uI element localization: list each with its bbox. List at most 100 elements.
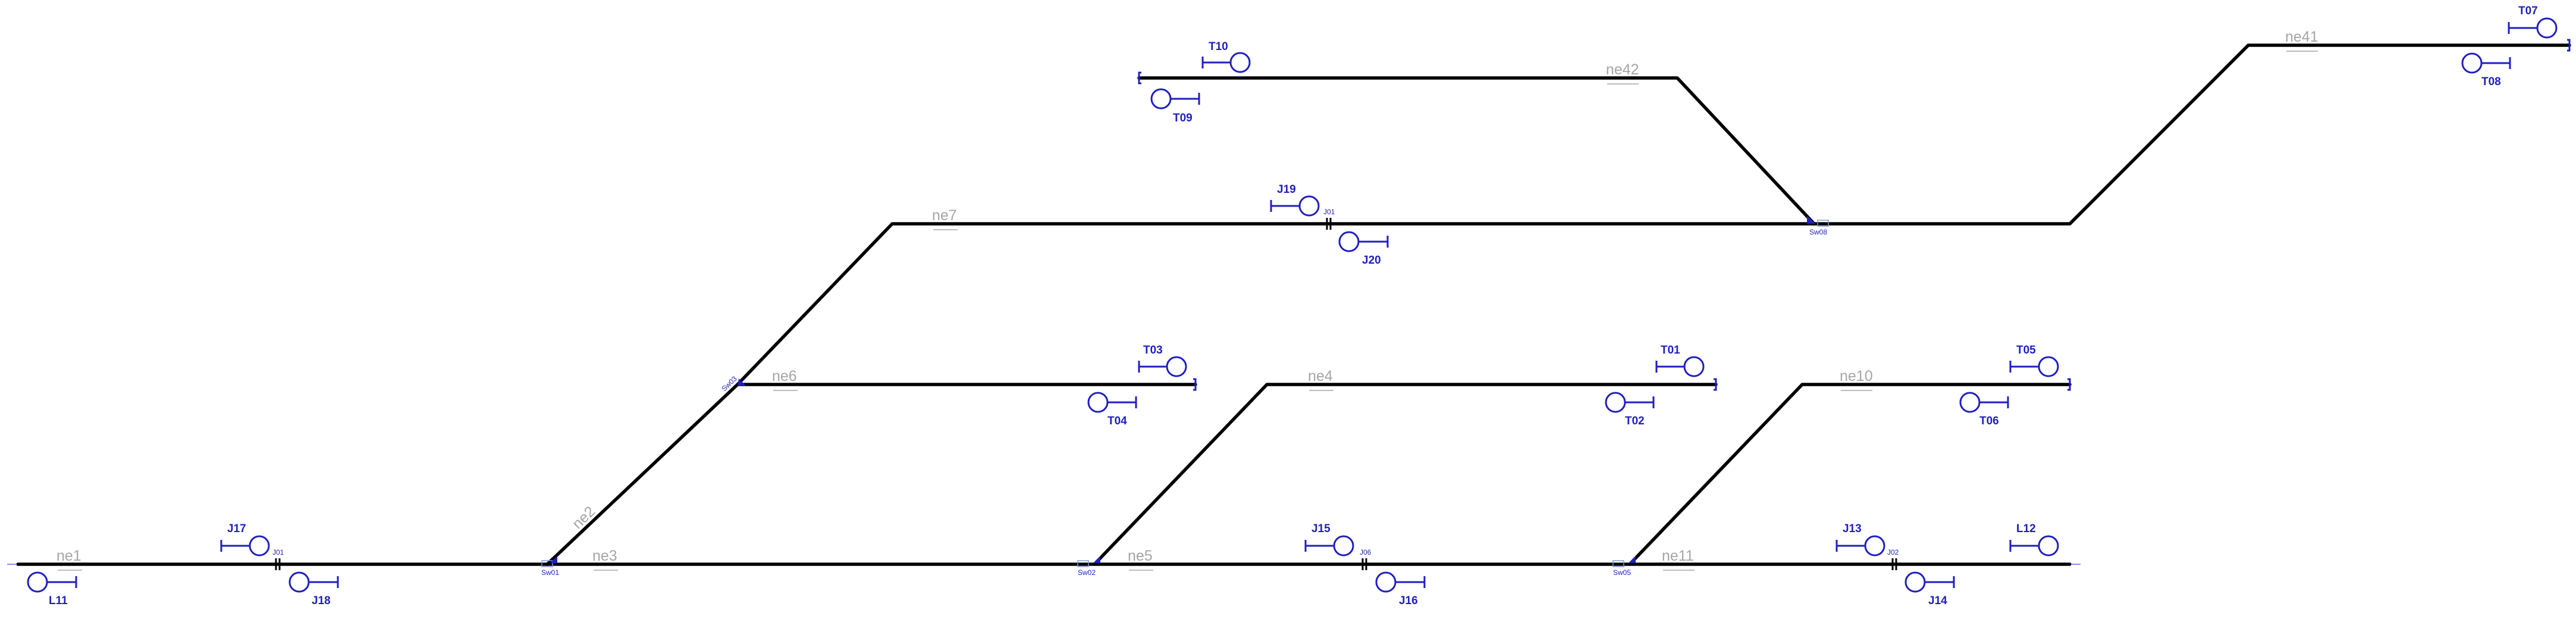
signal-j13-label: J13 bbox=[1843, 523, 1862, 535]
label-ne5: ne5 bbox=[1128, 548, 1153, 564]
track-ne41 bbox=[1812, 43, 2571, 226]
joint-j01-top: J01 bbox=[1323, 208, 1335, 230]
signal-t03-head-icon bbox=[1166, 356, 1187, 377]
signal-t07-head-icon bbox=[2536, 17, 2558, 39]
signal-t06-label: T06 bbox=[1979, 415, 1999, 427]
signal-j19-head-icon bbox=[1298, 195, 1320, 217]
signal-t03[interactable]: T03 bbox=[1138, 344, 1187, 377]
signal-j14[interactable]: J14 bbox=[1904, 571, 1955, 607]
switches: Sw01 Sw02 Sw05 Sw03 Sw08 bbox=[541, 215, 1829, 577]
signal-t08-head-icon bbox=[2461, 52, 2483, 74]
label-ne41: ne41 bbox=[2285, 29, 2318, 45]
switch-sw02[interactable]: Sw02 bbox=[1077, 556, 1100, 577]
signal-j20-label: J20 bbox=[1362, 254, 1381, 267]
signal-j15[interactable]: J15 bbox=[1304, 523, 1354, 557]
track-ne42 bbox=[1137, 76, 1816, 226]
switch-sw03-point-icon bbox=[738, 379, 746, 386]
switch-sw05-box bbox=[1612, 560, 1624, 567]
signal-j13[interactable]: J13 bbox=[1835, 523, 1885, 557]
track-layer bbox=[16, 43, 2571, 566]
buffer-stops bbox=[7, 39, 2571, 565]
switch-sw02-point-icon bbox=[1093, 556, 1100, 563]
signal-t04-label: T04 bbox=[1107, 415, 1127, 427]
signal-j16-head-icon bbox=[1375, 571, 1397, 593]
switch-sw01-label: Sw01 bbox=[541, 568, 559, 577]
signal-j16-label: J16 bbox=[1399, 595, 1418, 607]
signal-l12[interactable]: L12 bbox=[2009, 523, 2059, 557]
switch-sw01[interactable]: Sw01 bbox=[541, 556, 559, 577]
signal-l11[interactable]: L11 bbox=[27, 571, 77, 607]
joint-j01-top-label: J01 bbox=[1323, 208, 1335, 216]
switch-sw08-point-icon bbox=[1807, 215, 1815, 224]
signal-t05[interactable]: T05 bbox=[2009, 344, 2059, 377]
signal-t07[interactable]: T07 bbox=[2508, 5, 2558, 39]
label-ne6: ne6 bbox=[772, 368, 797, 384]
track-ne2 bbox=[545, 383, 739, 566]
buffer-stop-ne41-east bbox=[2567, 39, 2571, 52]
label-ne1: ne1 bbox=[57, 548, 81, 564]
signal-t01[interactable]: T01 bbox=[1655, 344, 1705, 377]
signal-t06[interactable]: T06 bbox=[1959, 392, 2009, 427]
signal-j15-label: J15 bbox=[1311, 523, 1331, 535]
label-ne2: ne2 bbox=[569, 503, 598, 532]
signal-j20[interactable]: J20 bbox=[1338, 231, 1389, 267]
signal-t07-label: T07 bbox=[2518, 5, 2538, 17]
signal-j15-head-icon bbox=[1333, 535, 1354, 557]
signal-t10[interactable]: T10 bbox=[1201, 40, 1251, 73]
buffer-stop-ne4-east bbox=[1714, 378, 1717, 391]
label-ne4: ne4 bbox=[1308, 368, 1333, 384]
signal-l11-label: L11 bbox=[49, 595, 68, 607]
track-ne10 bbox=[1628, 383, 2072, 566]
signal-j18-head-icon bbox=[288, 571, 310, 593]
buffer-stop-ne42-west bbox=[1138, 71, 1141, 85]
switch-sw01-point-icon bbox=[550, 556, 557, 563]
switch-sw08-box bbox=[1817, 220, 1829, 227]
joint-j01-left-label: J01 bbox=[272, 548, 284, 557]
switch-sw02-label: Sw02 bbox=[1078, 568, 1096, 577]
signal-j17-head-icon bbox=[249, 535, 270, 557]
switch-sw05-point-icon bbox=[1629, 556, 1636, 563]
signal-t09[interactable]: T09 bbox=[1150, 88, 1200, 124]
label-ne7: ne7 bbox=[932, 207, 957, 224]
signal-j18[interactable]: J18 bbox=[288, 571, 339, 607]
joint-j06: J06 bbox=[1360, 548, 1372, 570]
switch-sw01-box bbox=[541, 560, 553, 567]
signal-l11-head-icon bbox=[27, 571, 48, 593]
signal-t02-label: T02 bbox=[1625, 415, 1645, 427]
signal-t01-label: T01 bbox=[1661, 344, 1680, 357]
signal-j17-label: J17 bbox=[227, 523, 246, 535]
signal-t10-label: T10 bbox=[1209, 40, 1228, 53]
signal-t08[interactable]: T08 bbox=[2461, 52, 2511, 88]
signal-t02[interactable]: T02 bbox=[1605, 392, 1655, 427]
joint-j01-left: J01 bbox=[272, 548, 284, 570]
signal-j18-label: J18 bbox=[312, 595, 331, 607]
signal-t05-label: T05 bbox=[2016, 344, 2036, 357]
signal-t04[interactable]: T04 bbox=[1087, 392, 1137, 427]
track-ne4 bbox=[1093, 383, 1718, 566]
signal-t05-head-icon bbox=[2038, 356, 2059, 377]
joint-j02-label: J02 bbox=[1887, 548, 1899, 557]
signal-t06-head-icon bbox=[1959, 392, 1981, 413]
signals: L11 J18 J16 J14 J17 bbox=[27, 5, 2558, 607]
buffer-stop-ne10-east bbox=[2067, 378, 2071, 391]
signal-j16[interactable]: J16 bbox=[1375, 571, 1426, 607]
switch-sw08[interactable]: Sw08 bbox=[1807, 215, 1829, 236]
signal-t01-head-icon bbox=[1683, 356, 1705, 377]
label-ne42: ne42 bbox=[1606, 61, 1639, 78]
switch-sw02-box bbox=[1077, 560, 1089, 567]
label-ne11: ne11 bbox=[1662, 548, 1694, 564]
signal-j19[interactable]: J19 bbox=[1270, 183, 1320, 217]
signal-t10-head-icon bbox=[1229, 52, 1251, 73]
track-ne7 bbox=[736, 222, 1816, 386]
switch-sw05[interactable]: Sw05 bbox=[1612, 556, 1636, 577]
signal-t09-head-icon bbox=[1150, 88, 1172, 110]
joint-j06-label: J06 bbox=[1360, 548, 1372, 557]
signal-t08-label: T08 bbox=[2481, 76, 2501, 88]
buffer-stop-ne6-east bbox=[1193, 378, 1197, 391]
signal-j14-label: J14 bbox=[1928, 595, 1947, 607]
signal-j20-head-icon bbox=[1338, 231, 1360, 252]
signal-l12-head-icon bbox=[2038, 535, 2059, 557]
signal-j17[interactable]: J17 bbox=[220, 523, 270, 557]
joint-j02: J02 bbox=[1887, 548, 1899, 570]
